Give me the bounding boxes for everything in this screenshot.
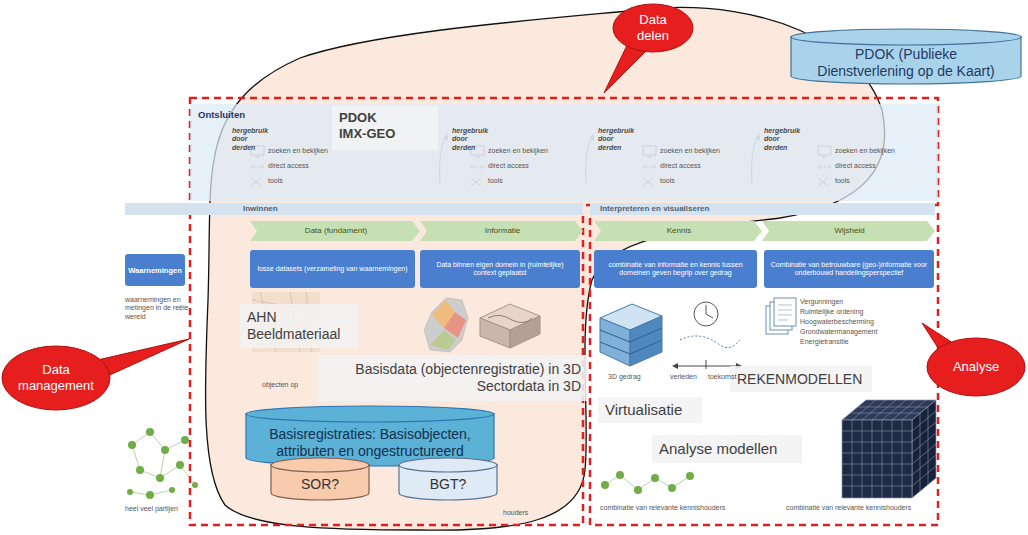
figure-label: tools: [268, 177, 283, 185]
node-text: Virtualisatie: [605, 401, 682, 419]
node-text: Interpreteren en visualiseren: [600, 203, 709, 215]
dashed-region: [190, 98, 938, 525]
figure-label: houders: [503, 509, 528, 517]
figure-label: combinatie van relevante kennishouders: [600, 504, 725, 512]
document-stack: [766, 298, 796, 334]
node-text: Basisdata (objectenregistratie) in 3D Se…: [327, 361, 581, 395]
figure-label: toekomst: [708, 373, 736, 381]
node-text: Ontsluiten: [198, 109, 245, 120]
figure-label: direct access: [268, 162, 309, 170]
node-text: Kennis: [667, 226, 691, 236]
figure-label: Ruimtelijke ordening: [800, 308, 863, 316]
figure-label: heel veel partijen: [125, 505, 178, 513]
figure-label: Vergunningen: [800, 298, 843, 306]
figure-label: Grondwatermanagement: [800, 328, 877, 336]
node-text: Wijsheid: [834, 226, 864, 236]
stage-box: Waarnemingen: [125, 254, 185, 286]
node-text: losse datasets (verzameling van waarnemi…: [257, 265, 407, 273]
node-text: Inwinnen: [243, 203, 278, 215]
figure-label: direct access: [660, 162, 701, 170]
note-box: AHN Beeldmateriaal: [240, 304, 358, 348]
callout-bubble: Data delen: [612, 3, 694, 53]
stage-box: combinatie van informatie en kennis tuss…: [594, 250, 757, 288]
stage-box: Data binnen eigen domein in (ruimtelijke…: [420, 250, 580, 288]
node-text: Waarnemingen: [128, 266, 181, 275]
figure-label: zoeken en bekijken: [660, 147, 720, 155]
reuse-label: hergebruik door derden: [764, 127, 804, 152]
figure-label: tools: [488, 177, 503, 185]
figure-label: objecten op: [262, 381, 298, 389]
figure-label: zoeken en bekijken: [488, 147, 548, 155]
database-cylinder: BGT?: [398, 457, 498, 501]
stage-box: Combinatie van betrouwbare (geo-)informa…: [764, 250, 934, 288]
figure-label: Hoogwaterbescherming: [800, 318, 874, 326]
figure-label: direct access: [488, 162, 529, 170]
step-chevron: Wijsheid: [762, 221, 935, 241]
node-text: PDOK (Publieke Dienstverlening op de Kaa…: [806, 46, 1006, 80]
node-text: REKENMODELLEN: [737, 371, 862, 388]
reuse-label: hergebruik door derden: [232, 127, 272, 152]
phase-strip: Interpreteren en visualiseren: [590, 203, 935, 215]
node-text: SOR?: [301, 476, 339, 493]
stage-box: losse datasets (verzameling van waarnemi…: [250, 250, 415, 288]
callout-bubble: Analyse: [926, 337, 1026, 397]
reuse-label: hergebruik door derden: [598, 127, 638, 152]
figure-label: waarnemingen en metingen in de reële wer…: [125, 296, 189, 321]
node-text: Combinatie van betrouwbare (geo-)informa…: [769, 261, 929, 278]
figure-label: tools: [835, 177, 850, 185]
timeline-graphic: [672, 302, 742, 369]
database-cylinder: SOR?: [270, 457, 370, 501]
figure-label: tools: [660, 177, 675, 185]
node-text: Data management: [16, 362, 96, 393]
note-box: PDOK IMX-GEO: [332, 106, 438, 150]
node-text: Informatie: [485, 226, 521, 236]
note-box: Basisdata (objectenregistratie) in 3D Se…: [318, 355, 588, 401]
reuse-label: hergebruik door derden: [452, 127, 492, 152]
callout-bubble: Data management: [1, 345, 111, 411]
node-text: Analyse modellen: [659, 440, 777, 458]
note-box: Virtualisatie: [598, 397, 702, 423]
node-text: Data delen: [630, 12, 676, 43]
figure-label: zoeken en bekijken: [268, 147, 328, 155]
node-text: PDOK IMX-GEO: [339, 110, 401, 141]
note-box: Analyse modellen: [652, 435, 802, 463]
step-chevron: Data (fundament): [250, 221, 420, 241]
database-cylinder: PDOK (Publieke Dienstverlening op de Kaa…: [790, 28, 1022, 85]
grid-cube: [842, 400, 936, 498]
figure-label: zoeken en bekijken: [835, 147, 895, 155]
node-text: Data (fundament): [305, 226, 367, 236]
note-box: REKENMODELLEN: [730, 366, 872, 392]
figure-label: 3D gedrag: [608, 373, 641, 381]
figure-label: Energietransitie: [800, 338, 849, 346]
node-text: combinatie van informatie en kennis tuss…: [599, 261, 752, 278]
node-text: Analyse: [953, 359, 999, 375]
network-dots: [127, 428, 198, 499]
network-dots: [601, 471, 694, 494]
node-text: Data binnen eigen domein in (ruimtelijke…: [425, 261, 575, 278]
figure-label: verleden: [670, 373, 697, 381]
step-chevron: Kennis: [594, 221, 762, 241]
node-text: BGT?: [430, 476, 467, 493]
figure-label: combinatie van relevante kennishouders: [786, 504, 911, 512]
node-text: Basisregistraties: Basisobjecten, attrib…: [253, 426, 487, 460]
phase-strip: Inwinnen: [125, 203, 583, 215]
node-text: AHN Beeldmateriaal: [247, 309, 347, 343]
step-chevron: Informatie: [420, 221, 583, 241]
subsurface-layers: [600, 304, 662, 366]
figure-label: direct access: [835, 162, 876, 170]
